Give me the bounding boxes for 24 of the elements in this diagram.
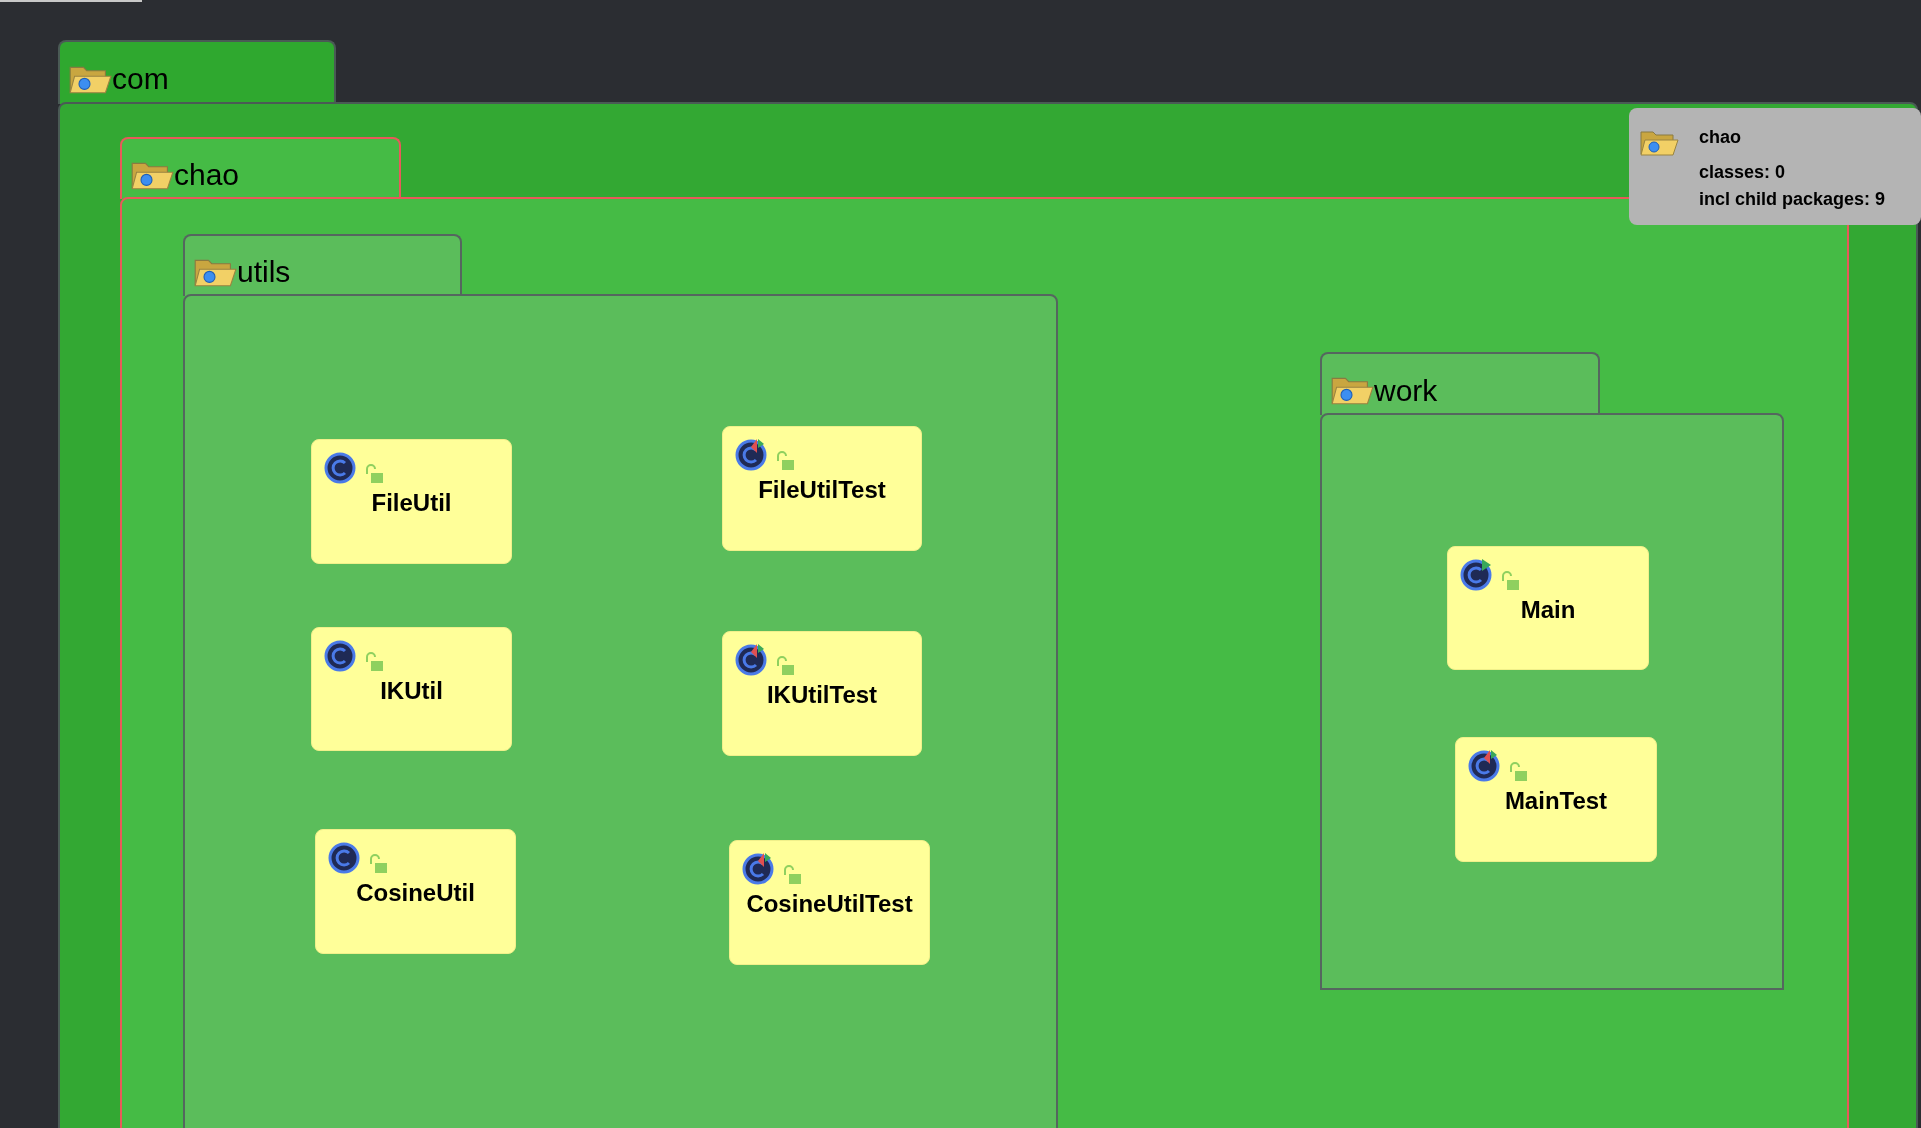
package-name: chao — [174, 160, 240, 190]
class-box — [722, 631, 922, 756]
class-box — [1455, 737, 1657, 862]
class-name: CosineUtilTest — [745, 889, 914, 919]
package-name: utils — [237, 257, 291, 287]
class-name: Main — [1519, 595, 1577, 625]
class-name: FileUtilTest — [757, 475, 887, 505]
class-box — [315, 829, 516, 954]
class-box — [722, 426, 922, 551]
class-box — [729, 840, 930, 965]
class-name: IKUtil — [379, 676, 444, 706]
tooltip-detail: incl child packages: 9 — [1699, 188, 1886, 211]
package-name: com — [112, 64, 169, 94]
tooltip-box — [1629, 108, 1921, 225]
class-box — [1447, 546, 1649, 670]
package-name: work — [1374, 375, 1438, 406]
tooltip-title: chao — [1699, 126, 1742, 149]
class-box — [311, 627, 512, 751]
class-box — [311, 439, 512, 564]
class-name: MainTest — [1503, 786, 1609, 816]
class-name: IKUtilTest — [765, 680, 879, 710]
tooltip-detail: classes: 0 — [1699, 161, 1787, 184]
class-name: FileUtil — [370, 488, 453, 518]
class-name: CosineUtil — [355, 878, 476, 908]
